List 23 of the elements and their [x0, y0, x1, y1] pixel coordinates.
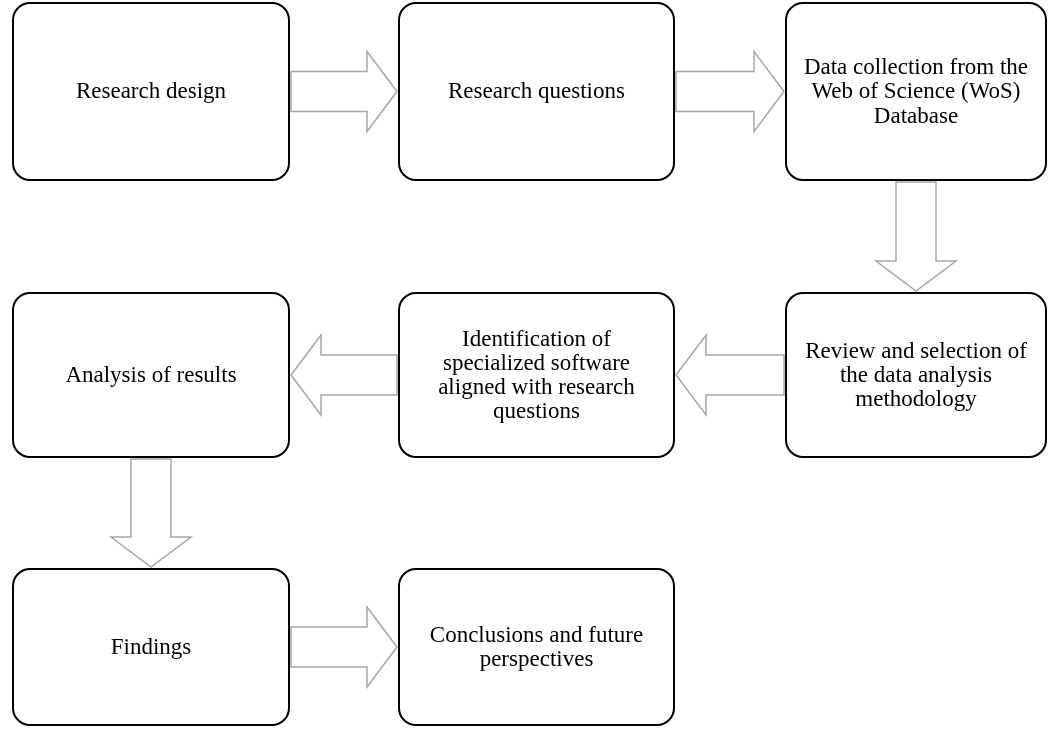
- step-label: Review and selection of the data analysis methodology: [804, 338, 1028, 412]
- block-arrow: [290, 332, 398, 418]
- process-box: [12, 568, 290, 726]
- block-arrow: [108, 458, 194, 568]
- step-label: Findings: [110, 634, 192, 660]
- block-arrow: [873, 181, 959, 292]
- step-label: Analysis of results: [65, 362, 237, 388]
- process-box: [785, 292, 1047, 458]
- process-box: [398, 292, 675, 458]
- process-box: [12, 292, 290, 458]
- block-arrow: [675, 332, 785, 418]
- process-box: [785, 2, 1047, 181]
- process-box: [398, 2, 675, 181]
- block-arrow: [290, 604, 398, 690]
- step-label: Conclusions and future perspectives: [428, 622, 645, 672]
- block-arrow: [290, 49, 398, 134]
- step-label: Research questions: [448, 79, 625, 104]
- step-label: Research design: [75, 79, 227, 104]
- process-box: [398, 568, 675, 726]
- step-label: Identification of specialized software aligned with research questions: [437, 326, 636, 424]
- block-arrow: [675, 49, 785, 134]
- step-label: Data collection from the Web of Science (WoS) Database: [802, 55, 1030, 128]
- process-box: [12, 2, 290, 181]
